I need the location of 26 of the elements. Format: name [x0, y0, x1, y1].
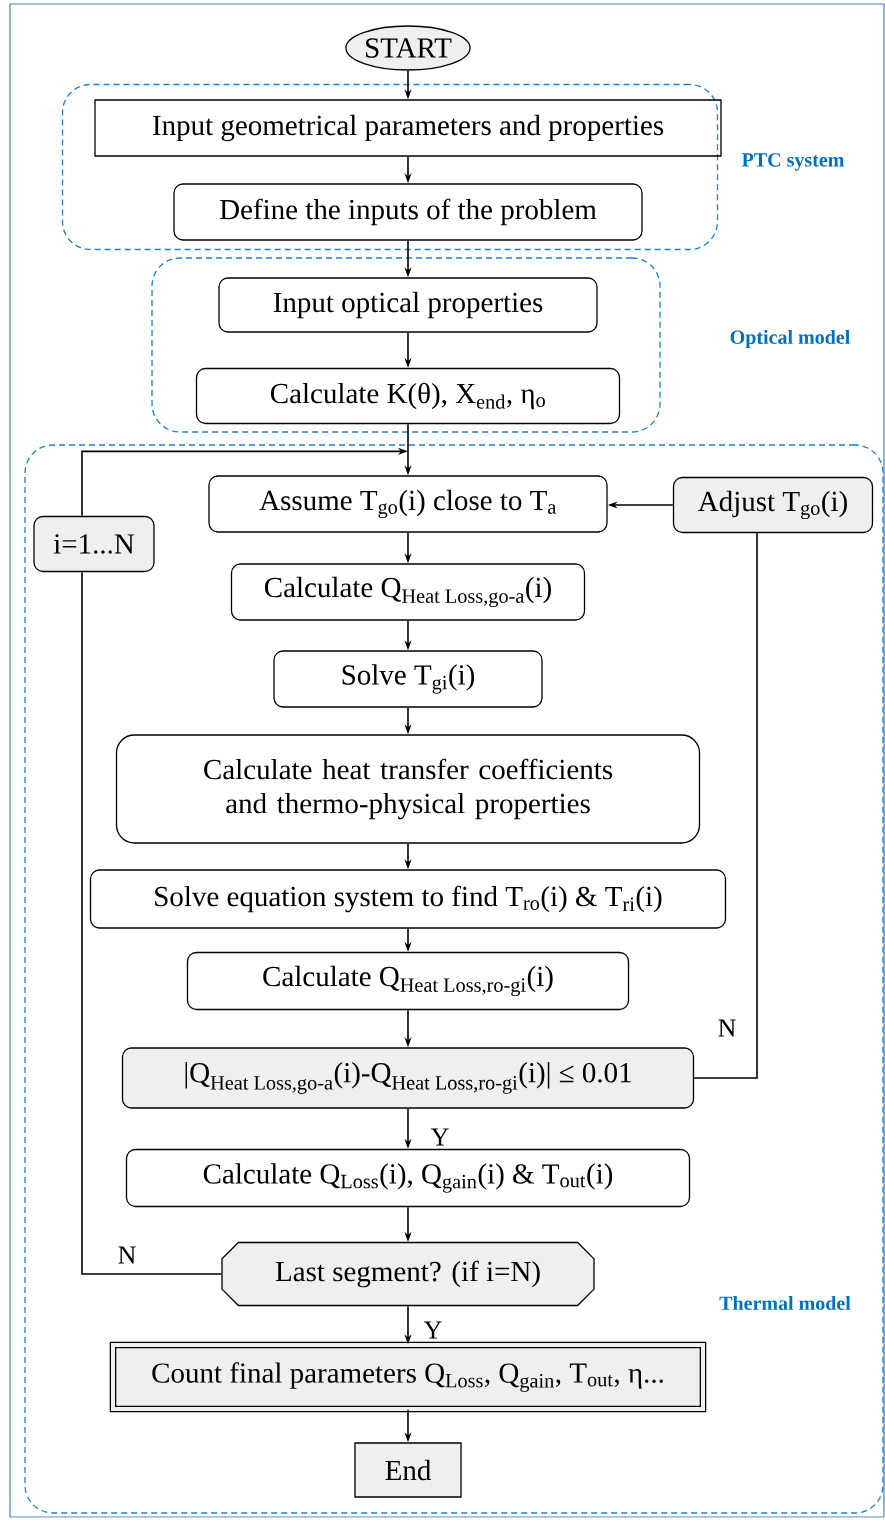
process-box: i=1...N — [33, 515, 155, 573]
decision-box: Last segment? (if i=N) — [221, 1241, 595, 1307]
edge-label: N — [116, 1245, 138, 1265]
process-box: Assume T$_{go}$(i) close to T$_{a}$ — [208, 475, 608, 533]
process-box: Input optical properties — [218, 277, 598, 333]
process-box: $\text{|Q}_{\text{Heat Loss,go-a}}\text{(i)-Q}_{\text{Heat Loss,ro-gi}}\text{(i)| ≤ 0.01}$ — [121, 1047, 695, 1109]
edge-label: Y — [422, 1320, 444, 1340]
connector-line — [81, 571, 223, 1275]
process-box: $\text{Calculate Q}_{\text{Heat Loss,ro-gi}}\text{(i)}$ — [186, 951, 630, 1011]
process-box: Calculate Q$_{Loss}$(i), Q$_{gain}$(i) & T$_{out}$(i) — [125, 1148, 691, 1208]
process-box: Adjust T$_{go}$(i) — [672, 476, 874, 534]
process-box: Solve T$_{gi}$(i) — [273, 650, 543, 708]
process-box: Calculate heat transfer coefficients and thermo-physical properties — [115, 734, 701, 844]
edge-label: Y — [429, 1127, 451, 1147]
group-label: Optical model — [730, 329, 850, 349]
edge-label: N — [716, 1018, 738, 1038]
process-box: Solve equation system to find T$_{ro}$(i) & T$_{ri}$(i) — [89, 869, 727, 929]
group-label: PTC system — [741, 153, 845, 171]
group-label: Thermal model — [719, 1295, 851, 1310]
process-box: Input geometrical parameters and properties — [94, 99, 722, 157]
process-box: $\text{Calculate Q}_{\text{Heat Loss,go-a}}\text{(i)}$ — [230, 563, 586, 621]
result-box: Count final parameters Q$_{Loss}$, Q$_{gain}$, T$_{out}$, η... — [109, 1341, 707, 1413]
process-box: Calculate K(θ), X$_{end}$, η$_{o}$ — [195, 367, 621, 425]
process-box: Define the inputs of the problem — [173, 183, 643, 241]
connector-line — [693, 532, 758, 1079]
end-box: End — [354, 1442, 462, 1498]
